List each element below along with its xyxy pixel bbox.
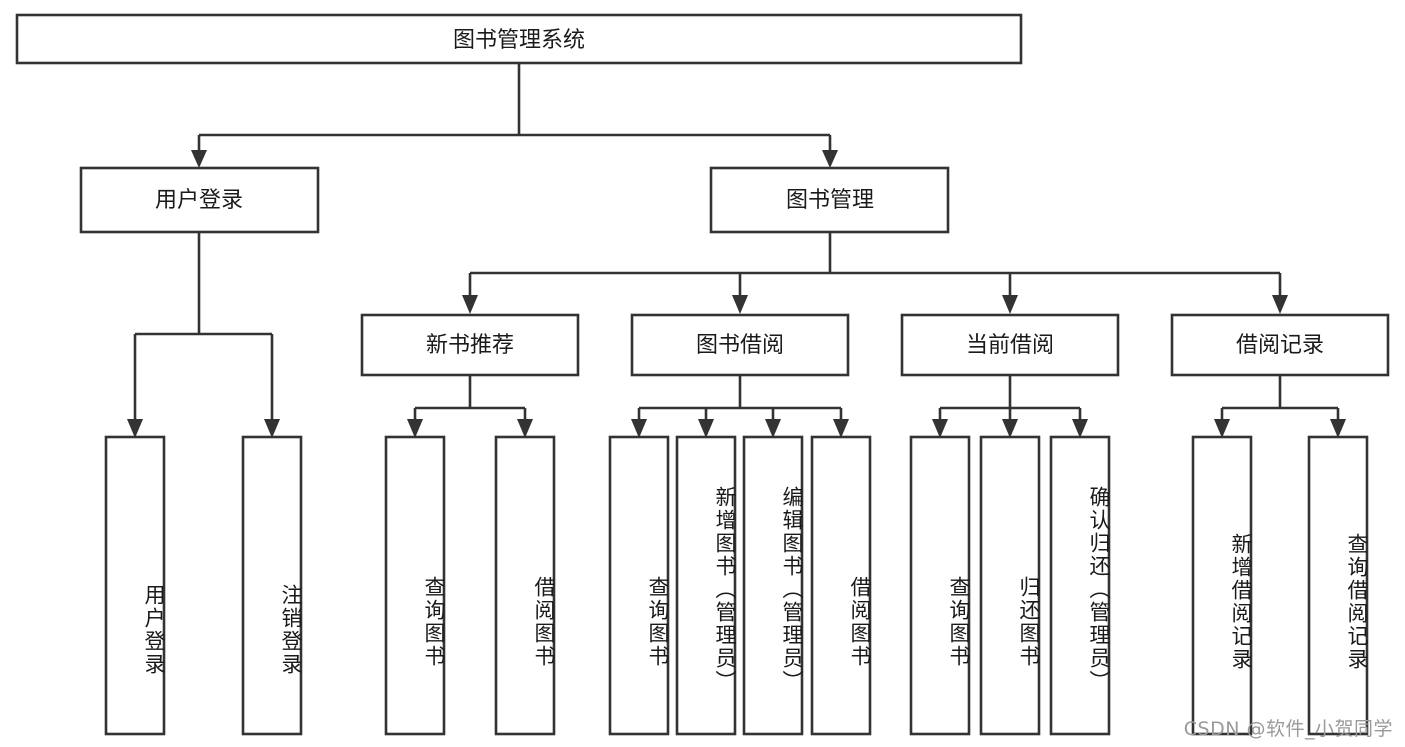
arrowhead-leaf-cb-2 <box>1002 419 1018 438</box>
node-user-login-box[interactable] <box>79 166 320 234</box>
leaf-boxes-current-borrow <box>909 435 1111 736</box>
arrowhead-leaf-ul-1 <box>127 419 143 438</box>
leaf-box-ul-1[interactable] <box>104 435 166 736</box>
arrowhead-book-mgmt <box>822 150 838 168</box>
arrowhead-leaf-br-2 <box>1330 419 1346 438</box>
arrowhead-leaf-ul-2 <box>264 419 280 438</box>
leaf-box-br-2[interactable] <box>1307 435 1369 736</box>
arrowhead-new-book-rec <box>462 295 478 314</box>
arrowhead-leaf-nbr-1 <box>407 419 423 438</box>
leaf-box-cb-2[interactable] <box>979 435 1041 736</box>
node-user-login-label: 用户登录 <box>155 188 243 213</box>
leaf-boxes-book-borrow <box>608 435 872 736</box>
csdn-watermark: CSDN @软件_小贺同学 <box>1183 718 1393 740</box>
node-borrow-record-label: 借阅记录 <box>1236 333 1324 358</box>
node-book-mgmt-box[interactable] <box>709 166 950 234</box>
node-new-book-rec-label: 新书推荐 <box>426 333 514 358</box>
leaf-box-br-1[interactable] <box>1191 435 1253 736</box>
connector-group-current-borrow <box>932 375 1088 438</box>
leaf-box-cb-3[interactable] <box>1049 435 1111 736</box>
arrowhead-user-login <box>191 150 207 168</box>
node-book-borrow-box[interactable] <box>630 313 850 377</box>
connector-group-user-login <box>127 232 280 438</box>
leaf-box-bb-3[interactable] <box>742 435 804 736</box>
arrowhead-borrow-record <box>1272 295 1288 314</box>
node-current-borrow[interactable]: 当前借阅 <box>900 313 1120 377</box>
arrowhead-leaf-br-1 <box>1214 419 1230 438</box>
node-borrow-record-box[interactable] <box>1170 313 1390 377</box>
leaf-box-ul-2[interactable] <box>241 435 303 736</box>
node-new-book-rec[interactable]: 新书推荐 <box>360 313 580 377</box>
leaf-box-nbr-2[interactable] <box>494 435 556 736</box>
arrowhead-leaf-cb-3 <box>1072 419 1088 438</box>
node-new-book-rec-box[interactable] <box>360 313 580 377</box>
connector-group-root <box>191 63 838 168</box>
node-current-borrow-box[interactable] <box>900 313 1120 377</box>
arrowhead-current-borrow <box>1002 295 1018 314</box>
leaf-boxes-user-login <box>104 435 303 736</box>
node-borrow-record[interactable]: 借阅记录 <box>1170 313 1390 377</box>
arrowhead-leaf-nbr-2 <box>517 419 533 438</box>
leaf-box-bb-4[interactable] <box>810 435 872 736</box>
node-root-box[interactable] <box>15 13 1023 65</box>
connector-group-book-borrow <box>631 375 849 438</box>
arrowhead-leaf-bb-4 <box>833 419 849 438</box>
node-book-mgmt[interactable]: 图书管理 <box>709 166 950 234</box>
arrowhead-leaf-bb-3 <box>765 419 781 438</box>
node-root[interactable]: 图书管理系统 <box>15 13 1023 65</box>
leaf-box-nbr-1[interactable] <box>384 435 446 736</box>
connector-group-book-mgmt <box>462 232 1288 314</box>
connector-group-borrow-record <box>1214 375 1346 438</box>
arrowhead-book-borrow <box>732 295 748 314</box>
arrowhead-leaf-bb-1 <box>631 419 647 438</box>
leaf-box-cb-1[interactable] <box>909 435 971 736</box>
node-book-borrow[interactable]: 图书借阅 <box>630 313 850 377</box>
node-user-login[interactable]: 用户登录 <box>79 166 320 234</box>
node-current-borrow-label: 当前借阅 <box>966 333 1054 358</box>
leaf-boxes-borrow-record <box>1191 435 1369 736</box>
leaf-box-bb-2[interactable] <box>675 435 737 736</box>
arrowhead-leaf-bb-2 <box>698 419 714 438</box>
leaf-box-bb-1[interactable] <box>608 435 670 736</box>
leaf-boxes-new-book-rec <box>384 435 556 736</box>
node-book-borrow-label: 图书借阅 <box>696 333 784 358</box>
arrowhead-leaf-cb-1 <box>932 419 948 438</box>
node-book-mgmt-label: 图书管理 <box>786 188 874 213</box>
connector-group-new-book-rec <box>407 375 533 438</box>
node-root-label: 图书管理系统 <box>453 28 585 53</box>
